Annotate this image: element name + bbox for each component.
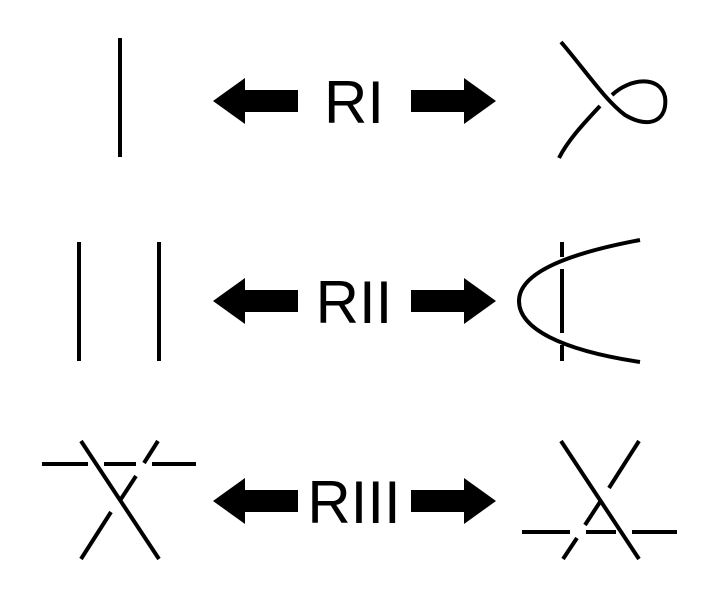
move-r1-row: RI <box>118 38 668 159</box>
r3-label: RIII <box>307 469 400 536</box>
r1-right-twist <box>557 40 668 159</box>
move-r2-row: RII <box>77 238 641 364</box>
r2-right-overlap <box>516 238 641 364</box>
r2-right-arrow <box>411 278 496 324</box>
move-r3-row: RIII <box>42 439 677 561</box>
r3-right-crossings <box>522 439 677 561</box>
r1-label: RI <box>324 69 384 136</box>
r2-left-strands <box>77 242 161 361</box>
r3-right-arrow <box>411 478 496 524</box>
r3-left-crossings <box>42 439 196 561</box>
r3-left-arrow <box>213 478 298 524</box>
r2-left-arrow <box>213 278 298 324</box>
r1-left-arrow <box>213 78 298 124</box>
r1-right-arrow <box>411 78 496 124</box>
r2-label: RII <box>316 269 393 336</box>
